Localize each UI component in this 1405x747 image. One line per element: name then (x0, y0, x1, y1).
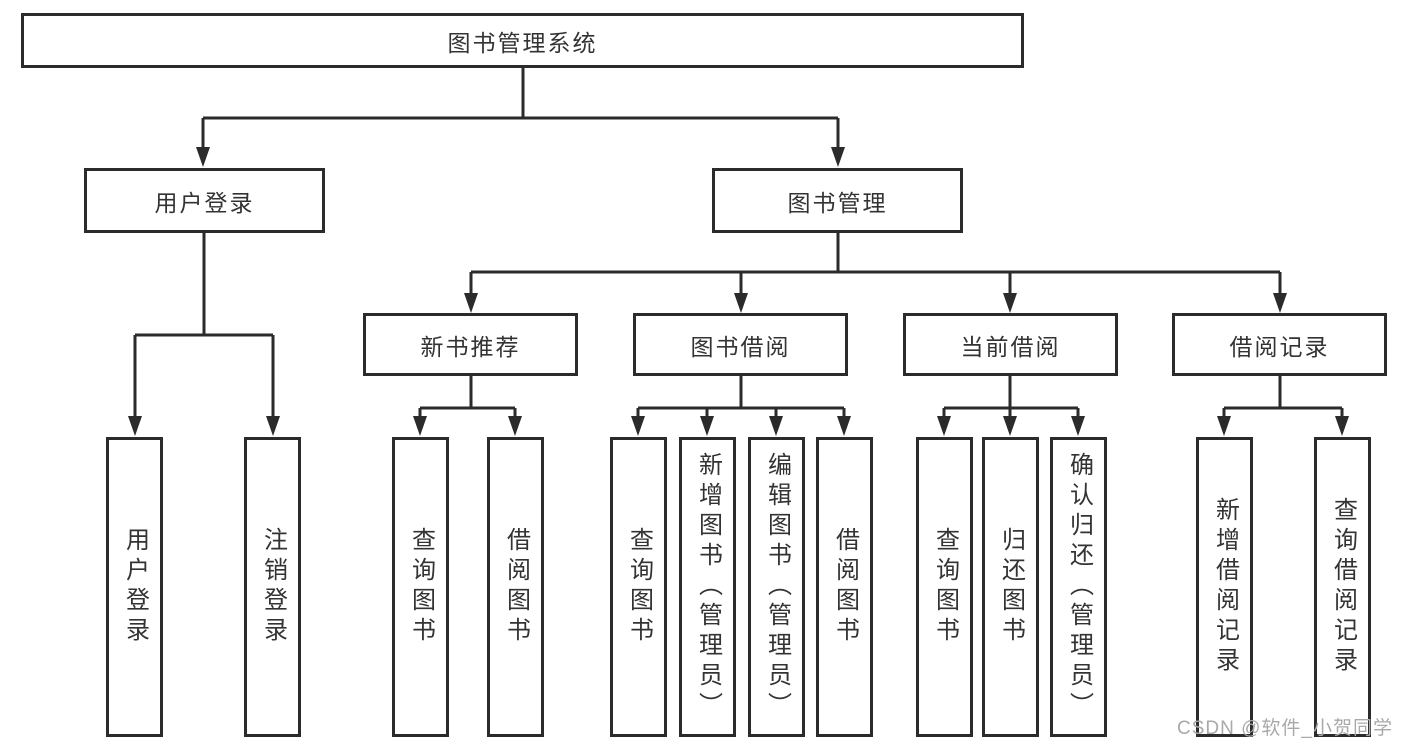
connector-root-to-level1 (201, 68, 840, 150)
arrowhead (734, 293, 748, 313)
node-current-borrowing: 当前借阅 (903, 313, 1118, 376)
leaf-borrow-books-recommendation-label: 借阅图书 (502, 527, 530, 647)
leaf-query-books-borrowing: 查询图书 (610, 437, 667, 737)
node-borrowing-records: 借阅记录 (1172, 313, 1387, 376)
arrowhead (413, 416, 427, 436)
arrowhead (196, 147, 210, 167)
leaf-borrow-books-borrowing-label: 借阅图书 (831, 527, 859, 647)
node-new-book-recommendation: 新书推荐 (363, 313, 578, 376)
connector-user-login-children (133, 233, 275, 419)
node-library-management-system: 图书管理系统 (21, 13, 1024, 68)
arrowhead (1071, 416, 1085, 436)
arrowhead (837, 416, 851, 436)
leaf-query-borrow-record: 查询借阅记录 (1314, 437, 1371, 737)
leaf-query-books-current-label: 查询图书 (931, 527, 959, 647)
leaf-query-books-recommendation: 查询图书 (392, 437, 449, 737)
arrowhead (464, 293, 478, 313)
leaf-add-borrow-record: 新增借阅记录 (1196, 437, 1253, 737)
leaf-add-book-admin-label: 新增图书（管理员） (694, 452, 722, 722)
arrowhead (1003, 293, 1017, 313)
arrowhead (1273, 293, 1287, 313)
arrowhead (128, 416, 142, 436)
node-user-login: 用户登录 (84, 168, 325, 233)
leaf-confirm-return-admin-label: 确认归还（管理员） (1065, 452, 1093, 722)
csdn-watermark: CSDN @软件_小贺同学 (1177, 718, 1393, 739)
leaf-confirm-return-admin: 确认归还（管理员） (1050, 437, 1107, 737)
arrowhead (937, 416, 951, 436)
leaf-logout: 注销登录 (244, 437, 301, 737)
arrowhead (508, 416, 522, 436)
leaf-user-login-label: 用户登录 (121, 527, 149, 647)
leaf-edit-book-admin: 编辑图书（管理员） (748, 437, 805, 737)
leaf-borrow-books-recommendation: 借阅图书 (487, 437, 544, 737)
leaf-add-book-admin: 新增图书（管理员） (679, 437, 736, 737)
connector-book-borrowing-children (636, 376, 846, 419)
leaf-add-borrow-record-label: 新增借阅记录 (1211, 497, 1239, 677)
connector-book-management-children (469, 233, 1282, 296)
connector-new-book-recommendation-children (418, 376, 517, 419)
node-book-borrowing: 图书借阅 (633, 313, 848, 376)
arrowhead (631, 416, 645, 436)
leaf-borrow-books-borrowing: 借阅图书 (816, 437, 873, 737)
leaf-logout-label: 注销登录 (259, 527, 287, 647)
arrowhead (700, 416, 714, 436)
connector-borrowing-records-children (1222, 376, 1344, 419)
leaf-return-books: 归还图书 (982, 437, 1039, 737)
leaf-user-login: 用户登录 (106, 437, 163, 737)
leaf-query-books-recommendation-label: 查询图书 (407, 527, 435, 647)
leaf-edit-book-admin-label: 编辑图书（管理员） (763, 452, 791, 722)
arrowhead (1217, 416, 1231, 436)
arrowheads (128, 147, 1349, 436)
arrowhead (1335, 416, 1349, 436)
connector-current-borrowing-children (942, 376, 1080, 419)
arrowhead (831, 147, 845, 167)
leaf-return-books-label: 归还图书 (997, 527, 1025, 647)
arrowhead (1003, 416, 1017, 436)
leaf-query-books-current: 查询图书 (916, 437, 973, 737)
leaf-query-borrow-record-label: 查询借阅记录 (1329, 497, 1357, 677)
arrowhead (769, 416, 783, 436)
arrowhead (266, 416, 280, 436)
node-book-management: 图书管理 (712, 168, 963, 233)
leaf-query-books-borrowing-label: 查询图书 (625, 527, 653, 647)
